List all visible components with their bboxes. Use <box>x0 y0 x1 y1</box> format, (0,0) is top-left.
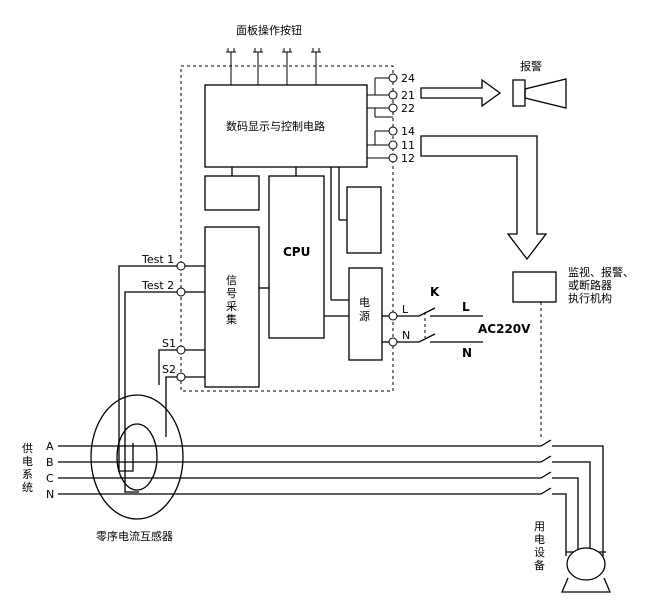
s1-label: S1 <box>162 337 176 350</box>
alarm-relay-terminals: 24 21 22 <box>367 72 415 118</box>
svg-text:14: 14 <box>401 125 415 138</box>
terminal-l <box>388 311 398 321</box>
svg-text:执行机构: 执行机构 <box>568 291 612 305</box>
signal-acquisition-box <box>204 226 260 388</box>
alarm-horn-icon <box>512 78 567 109</box>
svg-text:设: 设 <box>534 546 545 559</box>
svg-text:电: 电 <box>534 533 545 546</box>
transformer-label: 零序电流互感器 <box>96 529 173 543</box>
svg-text:B: B <box>46 456 54 469</box>
display-control-label: 数码显示与控制电路 <box>226 119 325 133</box>
voltage-label: AC220V <box>478 322 531 336</box>
zero-sequence-ct <box>90 394 184 520</box>
phase-lines: A B C N <box>46 439 604 556</box>
svg-text:源: 源 <box>359 309 370 323</box>
terminal-l-label: L <box>402 303 409 316</box>
svg-text:电: 电 <box>359 296 370 309</box>
terminal-n <box>388 337 398 347</box>
relay-module-box <box>346 186 382 254</box>
display-control-box <box>204 84 368 168</box>
svg-text:监视、报警、: 监视、报警、 <box>568 265 634 279</box>
svg-text:电: 电 <box>22 455 33 468</box>
panel-buttons-label: 面板操作按钮 <box>236 23 302 37</box>
s2-label: S2 <box>162 363 176 376</box>
svg-text:统: 统 <box>22 481 33 494</box>
svg-text:21: 21 <box>401 89 415 102</box>
live-line-label: L <box>462 300 470 314</box>
power-label: 电 源 <box>359 296 370 323</box>
svg-text:号: 号 <box>226 287 237 300</box>
alarm-label: 报警 <box>520 59 542 73</box>
cpu-box <box>268 175 325 339</box>
svg-text:12: 12 <box>401 152 415 165</box>
svg-text:用: 用 <box>534 520 545 533</box>
equipment-label: 用 电 设 备 <box>534 520 545 572</box>
signal-terminals: Test 1 Test 2 S1 S2 <box>141 253 205 382</box>
svg-text:N: N <box>46 488 54 501</box>
svg-text:备: 备 <box>534 558 545 572</box>
actuator-arrow <box>420 135 548 261</box>
small-module-box <box>204 175 260 211</box>
svg-text:22: 22 <box>401 102 415 115</box>
svg-text:系: 系 <box>22 468 33 481</box>
svg-text:信: 信 <box>226 274 237 287</box>
device-enclosure <box>180 65 394 392</box>
panel-buttons <box>226 48 321 85</box>
motor-icon <box>561 547 611 593</box>
svg-text:集: 集 <box>226 312 237 326</box>
switch-k-label: K <box>430 285 440 299</box>
cpu-label: CPU <box>283 245 310 259</box>
svg-text:11: 11 <box>401 139 415 152</box>
signal-acquisition-label: 信 号 采 集 <box>226 274 237 326</box>
power-supply-box <box>348 267 383 361</box>
neutral-line-label: N <box>462 346 472 360</box>
svg-text:采: 采 <box>226 300 237 313</box>
svg-text:24: 24 <box>401 72 415 85</box>
svg-text:或断路器: 或断路器 <box>568 278 612 292</box>
test2-label: Test 2 <box>141 279 174 292</box>
switch-k <box>397 307 458 343</box>
svg-text:C: C <box>46 472 54 485</box>
terminal-n-label: N <box>402 329 410 342</box>
supply-system-label: 供 电 系 统 <box>22 441 33 494</box>
alarm-arrow <box>420 78 502 108</box>
actuator-label: 监视、报警、 或断路器 执行机构 <box>568 265 634 305</box>
svg-text:A: A <box>46 440 54 453</box>
trip-relay-terminals: 14 11 12 <box>367 125 415 165</box>
test1-label: Test 1 <box>141 253 174 266</box>
svg-text:供: 供 <box>22 441 33 455</box>
actuator-box <box>512 271 557 303</box>
